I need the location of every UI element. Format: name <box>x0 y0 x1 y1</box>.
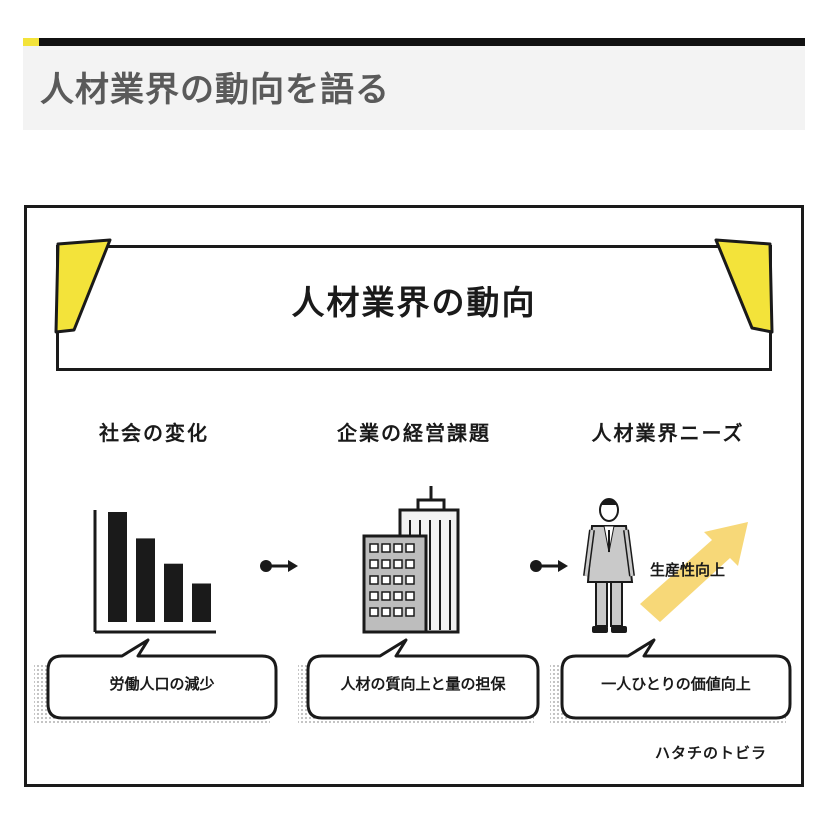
heading-accent-mark <box>23 38 39 46</box>
brand-logo: ハタチのトビラ <box>655 744 768 762</box>
heading-top-rule <box>23 38 805 46</box>
chart-bar <box>136 538 155 622</box>
arrow-right-icon <box>260 560 298 572</box>
caption-industry: 一人ひとりの価値向上 <box>601 675 751 693</box>
growth-arrow-icon <box>640 522 748 622</box>
caption-society: 労働人口の減少 <box>109 675 215 693</box>
tape-corner-left <box>54 238 112 334</box>
speech-bubble-company <box>306 638 540 720</box>
tape-corner-right <box>714 238 774 334</box>
infographic-title: 人材業界の動向 <box>291 283 537 322</box>
heading-background <box>23 46 805 130</box>
speech-bubble-industry <box>560 638 792 720</box>
caption-company: 人材の質向上と量の担保 <box>340 675 506 693</box>
arrow-right-icon <box>530 560 568 572</box>
chart-bar <box>108 512 127 622</box>
growth-label: 生産性向上 <box>650 561 726 579</box>
chart-bar <box>192 583 211 622</box>
infographic-title-box <box>56 245 772 371</box>
speech-bubble-society <box>46 638 278 720</box>
column-heading-industry: 人材業界ニーズ <box>591 421 745 445</box>
section-title: 人材業界の動向を語る <box>40 70 390 110</box>
chart-bar <box>164 563 183 622</box>
column-heading-company: 企業の経営課題 <box>337 421 491 445</box>
column-heading-society: 社会の変化 <box>99 421 209 445</box>
